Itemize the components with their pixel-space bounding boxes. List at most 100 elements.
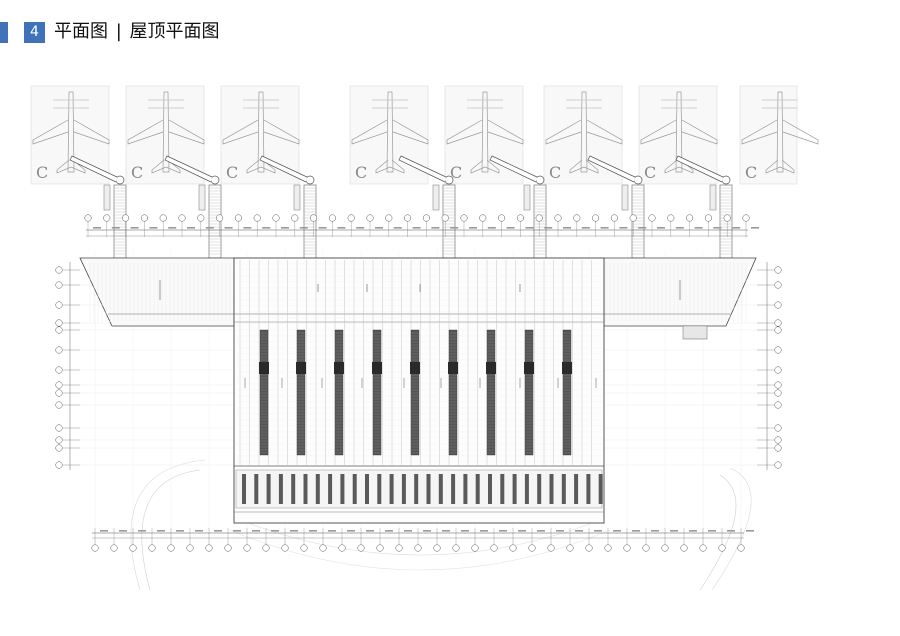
skylight-slot	[401, 474, 406, 504]
axis-bubble-left	[55, 401, 63, 409]
axis-bubble-left	[55, 389, 63, 397]
axis-bubble	[178, 214, 186, 222]
skylight-slot	[451, 474, 456, 504]
axis-bubble	[547, 544, 555, 552]
axis-bubble	[648, 214, 656, 222]
stand-box	[638, 85, 718, 185]
axis-bubble-right	[774, 424, 782, 432]
axis-bubble	[253, 214, 261, 222]
aircraft-stand: C	[349, 85, 429, 185]
axis-bubble	[441, 214, 449, 222]
accent-bar	[0, 22, 8, 43]
axis-bubble	[723, 214, 731, 222]
axis-bubble	[291, 214, 299, 222]
bridge-corridor	[719, 184, 733, 259]
skylight-strip	[448, 329, 458, 456]
axis-bubble	[148, 544, 156, 552]
aircraft-stand: C	[739, 85, 819, 185]
skylight-strip	[334, 329, 344, 456]
stand-code: C	[450, 163, 462, 182]
axis-bubble	[186, 544, 194, 552]
stair-block	[682, 325, 708, 340]
section-number-badge: 4	[24, 22, 45, 43]
axis-bubble	[554, 214, 562, 222]
left-wing-roof	[79, 257, 235, 327]
jet-bridge-icon	[675, 155, 733, 259]
axis-bubble-right	[774, 301, 782, 309]
axis-bubble	[272, 214, 280, 222]
axis-bubble	[528, 544, 536, 552]
bridge-arm	[675, 155, 724, 183]
bridge-arm	[398, 155, 447, 183]
skylight-slot	[365, 474, 369, 504]
axis-bubble	[140, 214, 148, 222]
skylight-slot	[291, 474, 296, 504]
stand-code: C	[355, 163, 367, 182]
skylight-strip	[410, 329, 420, 456]
axis-bubble	[623, 544, 631, 552]
axis-bubble	[205, 544, 213, 552]
axis-bubble	[490, 544, 498, 552]
skylight-strip	[486, 329, 496, 456]
skylight-slot	[561, 474, 566, 504]
skylight-slot	[598, 474, 603, 504]
axis-bubble	[159, 214, 167, 222]
bridge-arm	[259, 155, 308, 183]
axis-bubble	[395, 544, 403, 552]
axis-bubble-left	[55, 436, 63, 444]
skylight-slot	[500, 474, 505, 504]
axis-bubble	[347, 214, 355, 222]
bridge-stair	[198, 184, 206, 211]
axis-bubble	[129, 544, 137, 552]
axis-bubble-right	[774, 436, 782, 444]
stand-code: C	[131, 163, 143, 182]
axis-bubble	[661, 544, 669, 552]
axis-bubble	[366, 214, 374, 222]
axis-bubble	[338, 544, 346, 552]
axis-bubble	[281, 544, 289, 552]
stand-code: C	[36, 163, 48, 182]
aircraft-icon	[446, 91, 524, 174]
skylight-strips	[259, 329, 572, 456]
aircraft-icon	[127, 91, 205, 174]
axis-bubble	[742, 214, 750, 222]
axis-bubble	[704, 214, 712, 222]
axis-bubble	[471, 544, 479, 552]
axis-bubble-left	[55, 461, 63, 469]
axis-bubble	[592, 214, 600, 222]
skylight-slot	[315, 474, 320, 504]
axis-bubble	[234, 214, 242, 222]
axis-bubble	[460, 214, 468, 222]
bridge-corridor	[631, 184, 645, 259]
top-dimension-line	[84, 214, 759, 237]
axis-bubble-left	[55, 381, 63, 389]
bottom-dimension-line	[91, 528, 754, 552]
apron-curves	[130, 459, 752, 591]
axis-bubble	[197, 214, 205, 222]
skylight-slot	[377, 474, 382, 504]
axis-bubble-left	[55, 444, 63, 452]
skylight-slot	[278, 474, 283, 504]
axis-bubble	[452, 544, 460, 552]
axis-bubble-left	[55, 281, 63, 289]
axis-bubble	[376, 544, 384, 552]
title-separator: |	[115, 21, 122, 42]
axis-bubble	[699, 544, 707, 552]
skylight-slot	[254, 474, 259, 504]
page-header: 4 平面图 | 屋顶平面图	[0, 20, 900, 44]
rotunda	[210, 175, 220, 185]
stand-code: C	[644, 163, 656, 182]
skylight-strip	[524, 329, 534, 456]
axis-bubble	[357, 544, 365, 552]
axis-bubble	[216, 214, 224, 222]
axis-bubble-right	[774, 281, 782, 289]
axis-bubble	[243, 544, 251, 552]
axis-bubble-right	[774, 444, 782, 452]
axis-bubble	[422, 214, 430, 222]
axis-bubble-right	[774, 461, 782, 469]
bridge-stair	[103, 184, 111, 211]
skylight-slot	[475, 474, 480, 504]
axis-bubble-right	[774, 266, 782, 274]
axis-bubble	[404, 214, 412, 222]
aircraft-icon	[545, 91, 623, 174]
